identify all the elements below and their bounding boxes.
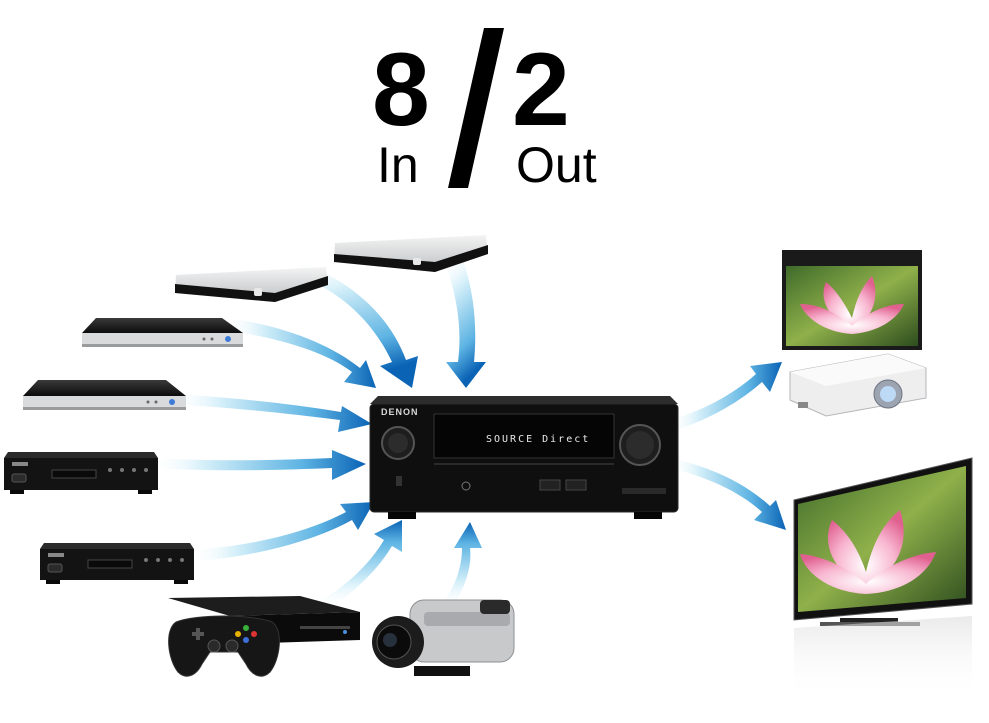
blu-ray-player-1 <box>82 318 243 347</box>
av-receiver <box>369 396 679 519</box>
receiver-brand-logo: DENON <box>381 407 419 417</box>
arrow-output-projector <box>670 362 782 432</box>
outputs-label: Out <box>516 137 597 193</box>
blu-ray-player-2 <box>23 380 186 410</box>
outputs-count: 2 <box>512 32 570 148</box>
arrow-input-1 <box>445 258 486 388</box>
projector-screen <box>782 250 922 350</box>
arrow-input-8 <box>442 522 482 608</box>
arrow-output-tv <box>670 458 786 530</box>
cd-player-2 <box>40 543 194 584</box>
divider-slash <box>448 28 504 188</box>
inputs-label: In <box>377 137 419 193</box>
set-top-box-2 <box>175 267 328 302</box>
set-top-box-1 <box>334 235 488 272</box>
receiver-display-text: SOURCE Direct <box>486 434 591 445</box>
game-controller-icon <box>168 615 280 677</box>
inputs-count: 8 <box>372 32 430 148</box>
arrow-input-3 <box>225 318 376 388</box>
projector-icon <box>789 353 927 417</box>
camcorder-icon <box>372 599 515 676</box>
arrow-input-4 <box>170 394 372 432</box>
arrow-input-5 <box>150 450 366 480</box>
arrow-input-6 <box>190 502 374 562</box>
arrow-input-7 <box>322 520 402 608</box>
cd-player-1 <box>4 452 158 494</box>
flat-tv-icon <box>793 457 973 700</box>
output-arrows <box>670 362 786 530</box>
